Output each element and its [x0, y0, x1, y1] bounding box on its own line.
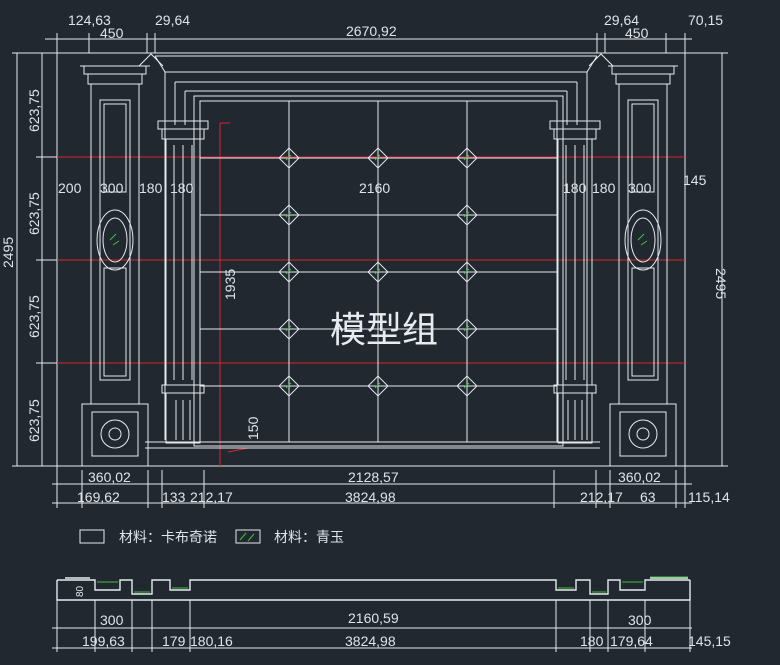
dim-sec-199: 199,63: [82, 633, 125, 649]
dim-sec-179-64: 179,64: [610, 633, 653, 649]
dim-top-124: 124,63: [68, 12, 111, 28]
dim-height-left: 2495: [0, 237, 16, 268]
dim-sec-300-right: 300: [628, 612, 652, 628]
dim-bot-3824: 3824,98: [345, 489, 396, 505]
dim-seg-1: 623,75: [26, 89, 42, 132]
legend-jade-hatch: [239, 532, 255, 542]
dim-sec-179: 179: [162, 633, 186, 649]
dim-section-80: 80: [75, 585, 86, 597]
dim-seg-3: 623,75: [26, 295, 42, 338]
legend-label-jade: 材料：青玉: [274, 530, 344, 546]
center-panel-grid: [200, 101, 557, 442]
right-column: [549, 120, 601, 444]
dim-top-29-right: 29,64: [604, 12, 639, 28]
legend-swatch-jade: [235, 529, 261, 544]
dim-mid-300-right: 300: [628, 180, 652, 196]
left-pilaster: [80, 65, 150, 467]
left-column: [157, 120, 209, 444]
plan-section-profile: [56, 577, 691, 601]
dim-seg-2: 623,75: [26, 192, 42, 235]
dim-sec-180-16: 180,16: [190, 633, 233, 649]
dim-bot-115: 115,14: [688, 489, 730, 505]
pediments: [138, 53, 614, 67]
dim-sec-3824: 3824,98: [345, 633, 396, 649]
dim-mid-200: 200: [58, 180, 82, 196]
dim-1935: 1935: [222, 269, 238, 300]
dim-bot-212-right: 212,17: [580, 489, 623, 505]
dim-150-leader: [227, 447, 249, 453]
top-dim-ticks: [56, 33, 686, 53]
dim-sec-145: 145,15: [688, 633, 731, 649]
red-guide-lines: [57, 123, 685, 466]
dim-top-70: 70,15: [688, 12, 723, 28]
dim-bot-2128: 2128,57: [348, 469, 399, 485]
dim-top-450-left: 450: [100, 25, 124, 41]
dim-bot-360-left: 360,02: [88, 469, 131, 485]
dim-150: 150: [245, 416, 261, 440]
jade-inlays: [278, 147, 478, 397]
dim-sec-2160: 2160,59: [348, 610, 399, 626]
dim-bot-212-left: 212,17: [190, 489, 233, 505]
dim-mid-300-left: 300: [100, 180, 124, 196]
dim-mid-2160: 2160: [359, 180, 390, 196]
dim-mid-145: 145: [683, 172, 707, 188]
legend-swatch-cappuccino: [79, 529, 105, 544]
right-pilaster: [608, 65, 678, 467]
legend-label-cappuccino: 材料：卡布奇诺: [119, 529, 217, 546]
dim-mid-180-c: 180: [563, 180, 587, 196]
dim-height-right: 2495: [713, 268, 729, 299]
dim-top-450-right: 450: [625, 25, 649, 41]
crown-molding: [154, 55, 598, 440]
left-oval-jade: [109, 233, 120, 246]
dim-sec-180: 180: [580, 633, 604, 649]
dim-mid-180-b: 180: [170, 180, 194, 196]
dim-bot-169: 169,62: [77, 489, 120, 505]
bottom-dim-ticks: [56, 466, 686, 508]
dim-bot-360-right: 360,02: [618, 469, 661, 485]
dim-seg-4: 623,75: [26, 399, 42, 442]
base-plinth: [145, 441, 600, 449]
dim-top-29-left: 29,64: [155, 12, 190, 28]
section-dim-ticks: [56, 600, 691, 652]
plan-section-jade: [97, 576, 688, 593]
dim-bot-133: 133: [162, 489, 186, 505]
dim-top-2670: 2670,92: [346, 23, 397, 39]
dim-sec-300-left: 300: [100, 612, 124, 628]
dim-mid-180-d: 180: [592, 180, 616, 196]
dim-bot-63: 63: [640, 489, 656, 505]
dim-mid-180-a: 180: [139, 180, 163, 196]
left-dim-ticks: [12, 52, 57, 467]
center-panel-outer: [193, 95, 564, 447]
watermark-text: 模型组: [330, 310, 438, 351]
right-oval-jade: [637, 233, 648, 246]
